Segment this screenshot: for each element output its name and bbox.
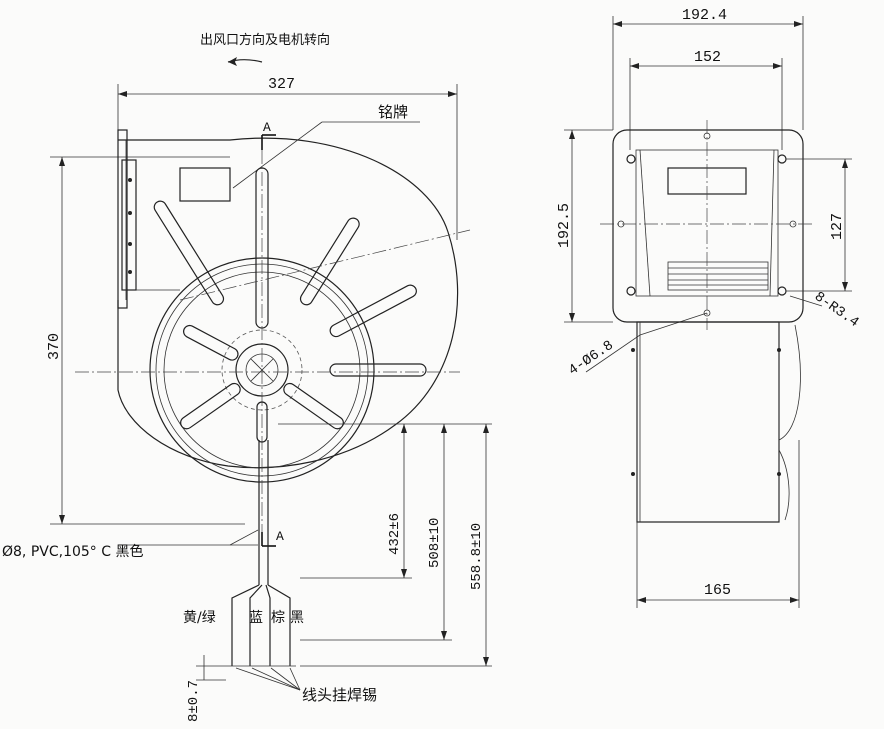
- dim-height: 370: [46, 156, 245, 525]
- dim-side-inner-width-value: 152: [694, 49, 721, 66]
- dim-overall-width: 327: [117, 76, 458, 240]
- motor-cable: [256, 401, 269, 585]
- nameplate-plate: [179, 167, 231, 202]
- dim-flange-height-value: 192.5: [556, 203, 573, 248]
- scroll-housing: [117, 137, 459, 469]
- front-view: 出风口方向及电机转向 327 370: [2, 32, 492, 722]
- dim-height-value: 370: [46, 333, 63, 360]
- rotation-arrow-icon: [227, 57, 263, 66]
- dim-strip-length: 8±0.7: [186, 655, 226, 722]
- housing-body: [631, 321, 801, 523]
- dim-flange-height: 192.5: [556, 129, 613, 323]
- dim-432-value: 432±6: [387, 513, 403, 555]
- wire-leads: [226, 584, 296, 667]
- section-label-bottom: A: [276, 529, 284, 544]
- mounting-bracket: [117, 129, 137, 309]
- dim-side-inner-width: 152: [629, 49, 783, 150]
- nameplate-leader: [232, 121, 420, 189]
- cable-spec-label: Ø8, PVC,105° C 黑色: [2, 543, 143, 560]
- wire-label-black: 黑: [290, 610, 304, 626]
- lead-note-leaders: [235, 667, 301, 691]
- nameplate-label: 铭牌: [378, 103, 408, 121]
- dim-side-outer-width-value: 192.4: [682, 7, 727, 24]
- dim-hole-spacing-value: 127: [829, 213, 846, 240]
- impeller-blades: [153, 167, 427, 430]
- wire-label-brown: 棕: [271, 610, 285, 626]
- outlet-flange: [612, 129, 804, 323]
- wire-label-yellow-green: 黄/绿: [183, 609, 216, 626]
- dim-shaft-to-base: 432±6 508±10 558.8±10: [278, 423, 492, 667]
- wire-label-blue: 蓝: [249, 610, 263, 626]
- dim-corner-radius-value: 8-R3.4: [811, 289, 861, 331]
- dim-508-value: 508±10: [427, 518, 443, 568]
- dim-mount-holes-value: 4-Ø6.8: [566, 338, 617, 379]
- side-view: 192.4 152: [556, 7, 862, 608]
- airflow-direction-note: 出风口方向及电机转向: [200, 32, 330, 48]
- dim-overall-width-value: 327: [268, 76, 295, 93]
- dim-side-outer-width: 192.4: [612, 7, 804, 130]
- dim-558-value: 558.8±10: [469, 523, 485, 590]
- dim-housing-width: 165: [636, 440, 800, 608]
- section-marker-bottom: A: [261, 529, 284, 547]
- dim-corner-radius: 8-R3.4: [789, 289, 862, 331]
- section-label-top: A: [263, 120, 271, 135]
- section-marker-top: A: [261, 120, 276, 150]
- dim-strip-length-value: 8±0.7: [186, 680, 202, 722]
- dim-housing-width-value: 165: [704, 582, 731, 599]
- dim-hole-spacing: 127: [786, 158, 852, 292]
- lead-note-label: 线头挂焊锡: [302, 686, 377, 704]
